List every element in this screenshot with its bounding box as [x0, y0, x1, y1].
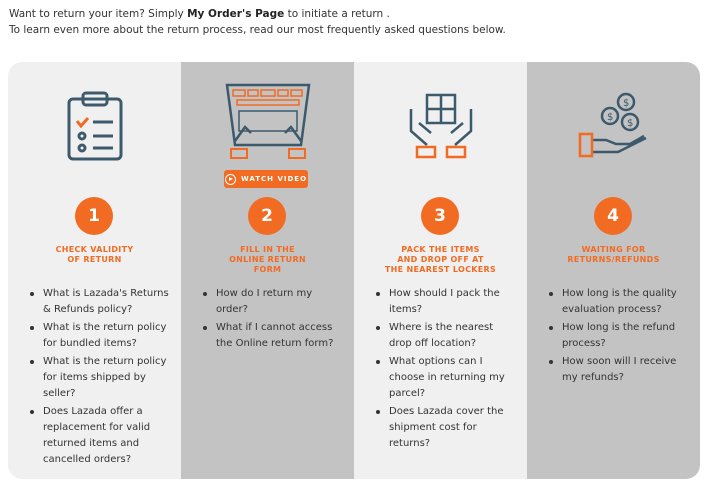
hand-coins-icon: $ $ $ [527, 80, 700, 170]
step-title: FILL IN THE ONLINE RETURN FORM [229, 245, 306, 274]
step-number: 1 [75, 197, 113, 235]
step-number: 2 [248, 197, 286, 235]
hands-package-icon [354, 80, 527, 170]
faq-list: What is Lazada's Returns & Refunds polic… [30, 286, 173, 470]
play-icon [224, 173, 236, 185]
svg-text:$: $ [607, 112, 613, 123]
faq-link[interactable]: What is the return policy for items ship… [30, 354, 173, 402]
faq-list: How do I return my order? What if I cann… [203, 286, 346, 354]
svg-text:$: $ [627, 118, 633, 129]
faq-link[interactable]: What is Lazada's Returns & Refunds polic… [30, 286, 173, 318]
faq-link[interactable]: Where is the nearest drop off location? [376, 320, 519, 352]
faq-link[interactable]: How long is the refund process? [549, 320, 692, 352]
step-title: PACK THE ITEMS AND DROP OFF AT THE NEARE… [384, 245, 497, 274]
step-3: 3 PACK THE ITEMS AND DROP OFF AT THE NEA… [354, 62, 527, 479]
faq-link[interactable]: What if I cannot access the Online retur… [203, 320, 346, 352]
faq-link[interactable]: Does Lazada offer a replacement for vali… [30, 404, 173, 468]
my-orders-link[interactable]: My Order's Page [187, 8, 285, 20]
step-1: 1 CHECK VALIDITY OF RETURN What is Lazad… [8, 62, 181, 479]
step-title: CHECK VALIDITY OF RETURN [55, 245, 134, 264]
intro-line-1: Want to return your item? Simply My Orde… [9, 8, 390, 20]
faq-link[interactable]: How should I pack the items? [376, 286, 519, 318]
step-2: WATCH VIDEO 2 FILL IN THE ONLINE RETURN … [181, 62, 354, 479]
intro-line-2: To learn even more about the return proc… [9, 24, 506, 36]
watch-video-button[interactable]: WATCH VIDEO [224, 170, 308, 188]
laptop-typing-icon [181, 76, 354, 166]
faq-list: How long is the quality evaluation proce… [549, 286, 692, 388]
step-title: WAITING FOR RETURNS/REFUNDS [567, 245, 660, 264]
step-number: 4 [594, 197, 632, 235]
step-4: $ $ $ 4 WAITING FOR RETURNS/REFUNDS How lo… [527, 62, 700, 479]
return-steps-panel: 1 CHECK VALIDITY OF RETURN What is Lazad… [8, 62, 700, 479]
faq-link[interactable]: How long is the quality evaluation proce… [549, 286, 692, 318]
faq-link[interactable]: What options can I choose in returning m… [376, 354, 519, 402]
faq-list: How should I pack the items? Where is th… [376, 286, 519, 454]
intro-text: Want to return your item? Simply My Orde… [9, 6, 506, 38]
faq-link[interactable]: How soon will I receive my refunds? [549, 354, 692, 386]
faq-link[interactable]: Does Lazada cover the shipment cost for … [376, 404, 519, 452]
clipboard-checklist-icon [8, 80, 181, 170]
faq-link[interactable]: What is the return policy for bundled it… [30, 320, 173, 352]
svg-text:$: $ [623, 98, 629, 109]
faq-link[interactable]: How do I return my order? [203, 286, 346, 318]
step-number: 3 [421, 197, 459, 235]
